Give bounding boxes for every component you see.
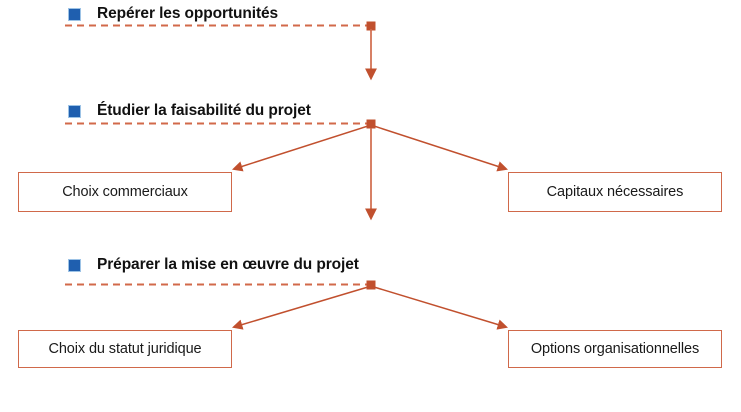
arrow-to-options-organisationnelles bbox=[373, 286, 509, 330]
junction-node-level-1 bbox=[366, 21, 376, 31]
step-heading-preparer-la-mise-en-oeuvre-du-projet: Préparer la mise en œuvre du projet bbox=[68, 256, 359, 274]
blue-square-bullet-icon bbox=[68, 258, 81, 272]
box-capitaux-necessaires[interactable]: Capitaux nécessaires bbox=[508, 172, 722, 212]
step-heading-etudier-la-faisabilite-du-projet: Étudier la faisabilité du projet bbox=[68, 102, 311, 120]
box-options-organisationnelles[interactable]: Options organisationnelles bbox=[508, 330, 722, 368]
box-label: Capitaux nécessaires bbox=[546, 184, 684, 200]
arrow-to-choix-du-statut-juridique bbox=[231, 286, 369, 330]
arrow-to-choix-commerciaux bbox=[232, 125, 369, 172]
junction-node-level-2 bbox=[366, 119, 376, 129]
box-label: Options organisationnelles bbox=[530, 341, 700, 357]
step-heading-label: Repérer les opportunités bbox=[97, 5, 279, 22]
step-heading-label: Préparer la mise en œuvre du projet bbox=[97, 256, 359, 273]
box-choix-du-statut-juridique[interactable]: Choix du statut juridique bbox=[18, 330, 232, 368]
step-heading-label: Étudier la faisabilité du projet bbox=[97, 102, 311, 119]
blue-square-bullet-icon bbox=[68, 7, 81, 21]
step-heading-reperer-les-opportunites: Repérer les opportunités bbox=[68, 5, 278, 23]
blue-square-bullet-icon bbox=[68, 104, 81, 118]
junction-node-level-3 bbox=[366, 280, 376, 290]
box-label: Choix commerciaux bbox=[62, 184, 188, 200]
box-label: Choix du statut juridique bbox=[48, 341, 202, 357]
arrow-to-capitaux-necessaires bbox=[373, 125, 508, 172]
box-choix-commerciaux[interactable]: Choix commerciaux bbox=[18, 172, 232, 212]
